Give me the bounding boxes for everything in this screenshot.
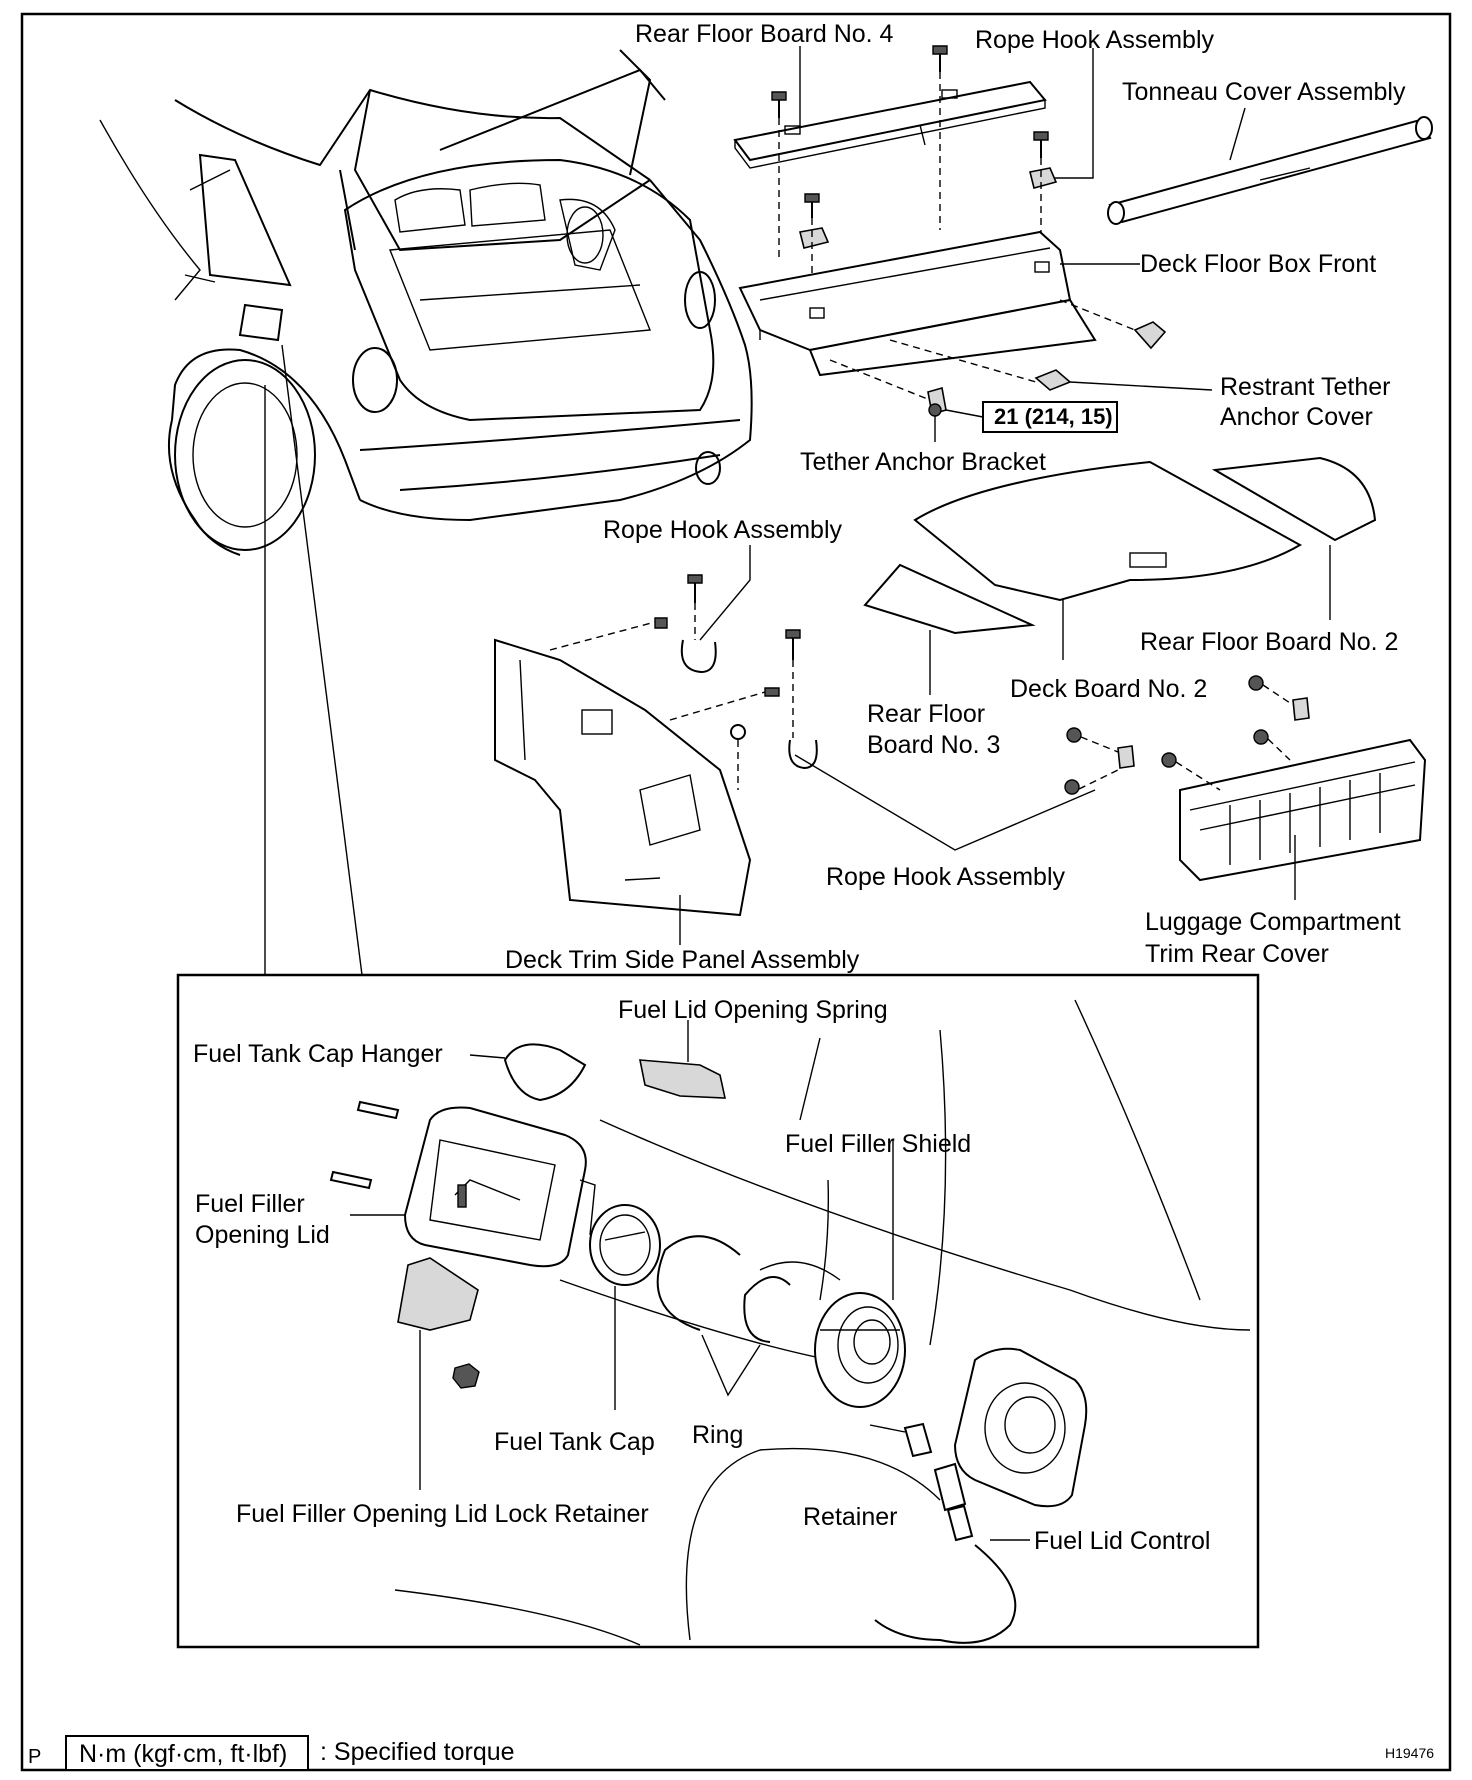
label-deck-floor-box-front: Deck Floor Box Front: [1140, 250, 1376, 278]
retainer-nut: [452, 1363, 480, 1389]
rear-floor-board-2-part: [1211, 456, 1377, 542]
fuel-filler-lock-retainer-part: [397, 1257, 479, 1331]
label-rear-floor-board-2: Rear Floor Board No. 2: [1140, 628, 1398, 656]
corner-letter: P: [28, 1746, 41, 1768]
side-clip-part: [1133, 321, 1167, 350]
label-fuel-tank-cap: Fuel Tank Cap: [494, 1428, 655, 1456]
hinge-pins: [329, 1100, 400, 1190]
vehicle-rear-illustration: [99, 49, 753, 556]
label-fuel-filler-shield: Fuel Filler Shield: [785, 1130, 971, 1158]
label-rope-hook-assembly-mid: Rope Hook Assembly: [603, 516, 843, 544]
outer-frame: [20, 12, 1452, 1772]
fuel-tank-cap-part: [589, 1204, 661, 1286]
luggage-compartment-trim-rear-cover-part: [1179, 738, 1427, 882]
label-restrant-tether-1: Restrant Tether: [1220, 373, 1390, 401]
fuel-filler-opening-lid-part: [403, 1106, 596, 1268]
fuel-lid-control-part: [874, 1462, 1017, 1644]
rope-hook-upper-left: [799, 227, 830, 249]
fuel-tank-cap-hanger-part: [503, 1043, 587, 1102]
deck-trim-side-panel-part: [494, 638, 752, 917]
label-fuel-tank-cap-hanger: Fuel Tank Cap Hanger: [193, 1040, 443, 1068]
tonneau-cover-part: [1107, 116, 1433, 225]
fuel-filler-shield-part: [814, 1292, 906, 1408]
label-rope-hook-assembly-low: Rope Hook Assembly: [826, 863, 1066, 891]
deck-board-2-part: [913, 460, 1303, 602]
inset-body-lines: [394, 999, 1251, 1646]
label-tether-anchor-bracket: Tether Anchor Bracket: [800, 448, 1046, 476]
fuel-door-inset-frame: [176, 973, 1260, 1649]
label-ring: Ring: [692, 1421, 743, 1449]
rope-hook-mid-part: [680, 639, 717, 674]
figure-code: H19476: [1385, 1745, 1434, 1761]
label-deck-trim-side-panel: Deck Trim Side Panel Assembly: [505, 946, 860, 974]
label-fuel-lid-opening-spring: Fuel Lid Opening Spring: [618, 996, 888, 1024]
label-retainer: Retainer: [803, 1503, 898, 1531]
label-rear-floor-board-3-line1: Rear Floor: [867, 700, 985, 728]
label-restrant-tether-2: Anchor Cover: [1220, 403, 1373, 431]
torque-value-label: 21 (214, 15): [994, 404, 1113, 429]
label-fuel-lid-control: Fuel Lid Control: [1034, 1527, 1210, 1555]
fuel-door-opening: [953, 1347, 1088, 1508]
label-deck-board-2: Deck Board No. 2: [1010, 675, 1207, 703]
rope-hook-low-part: [788, 739, 818, 770]
deck-floor-box-front-part: [738, 230, 1097, 377]
retainer-part: [903, 1422, 933, 1458]
label-tonneau-cover-assembly: Tonneau Cover Assembly: [1122, 78, 1406, 106]
label-fuel-filler-opening-lid-1: Fuel Filler: [195, 1190, 305, 1218]
label-luggage-trim-line2: Trim Rear Cover: [1145, 940, 1329, 968]
label-fuel-filler-lock-retainer: Fuel Filler Opening Lid Lock Retainer: [236, 1500, 649, 1528]
label-luggage-trim-line1: Luggage Compartment: [1145, 908, 1401, 936]
rope-hook-upper-right: [1029, 167, 1058, 189]
label-rope-hook-assembly-top: Rope Hook Assembly: [975, 26, 1215, 54]
label-rear-floor-board-4: Rear Floor Board No. 4: [635, 20, 894, 48]
bolts-upper: [771, 45, 1049, 218]
restraint-tether-anchor-cover-part: [1034, 369, 1072, 391]
legend-unit-box: [65, 1735, 309, 1771]
rear-floor-board-3-part: [863, 563, 1036, 635]
legend-description: : Specified torque: [320, 1738, 515, 1766]
inset-leader-right: [281, 344, 363, 976]
trim-cover-fasteners: [1064, 675, 1310, 795]
legend-unit-text: N·m (kgf·cm, ft·lbf): [79, 1740, 287, 1768]
rear-floor-board-4-part: [733, 80, 1047, 169]
ring-large-part: [656, 1235, 741, 1331]
label-fuel-filler-opening-lid-2: Opening Lid: [195, 1221, 330, 1249]
fuel-lid-opening-spring-part: [639, 1059, 727, 1099]
label-rear-floor-board-3-line2: Board No. 3: [867, 731, 1000, 759]
ring-small-part: [743, 1276, 791, 1343]
